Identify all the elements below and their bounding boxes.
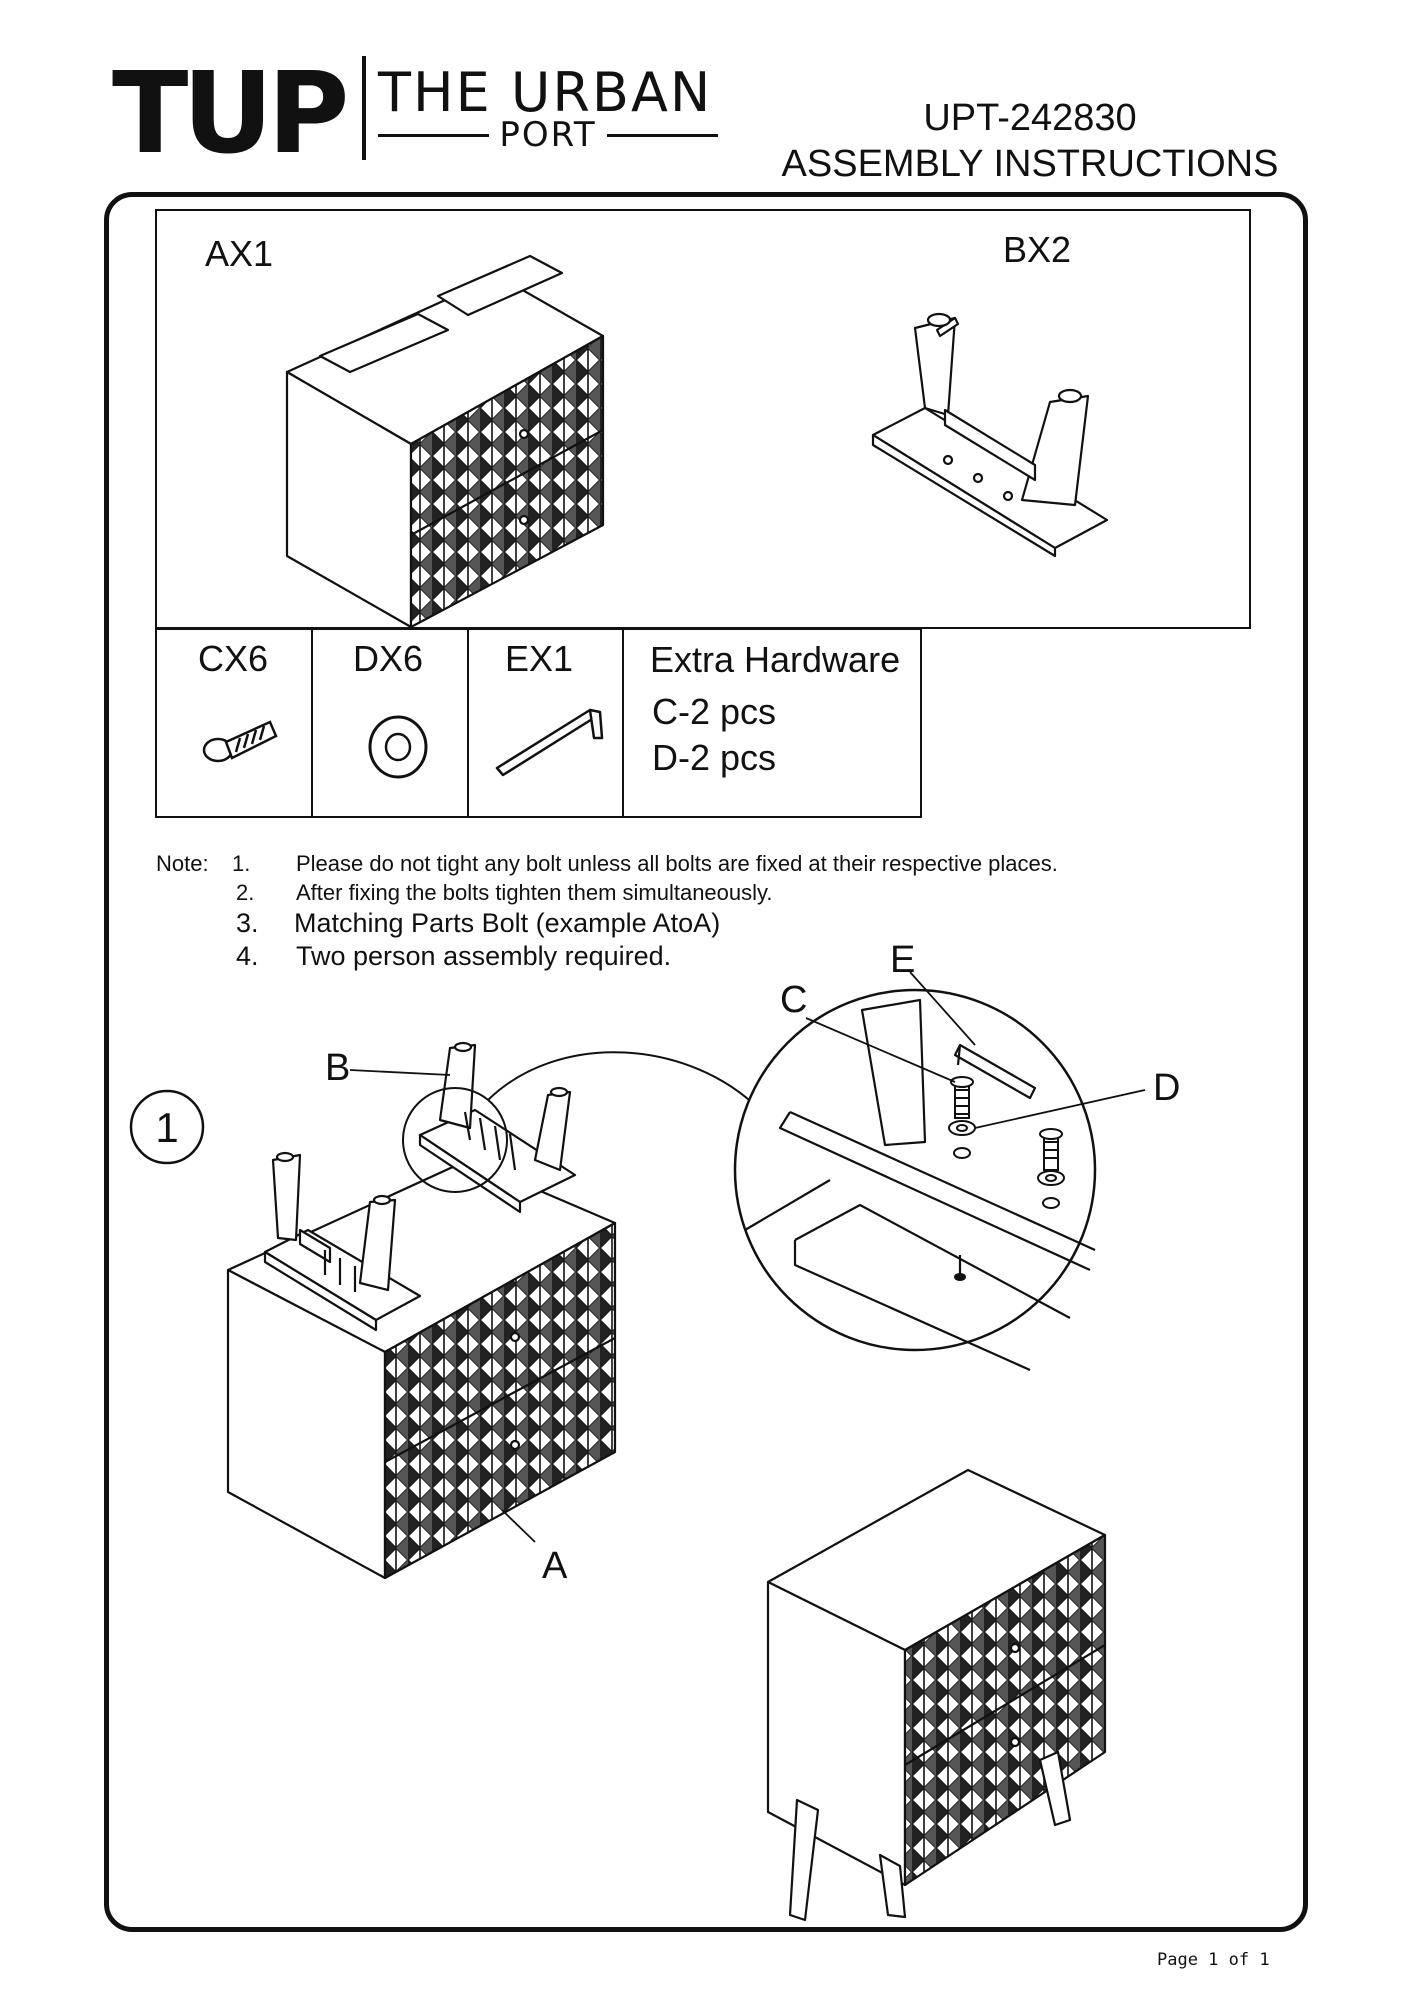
- model-number: UPT-242830: [923, 97, 1137, 139]
- logo-rule-right: [606, 133, 718, 137]
- extra-hardware-title: Extra Hardware: [650, 639, 901, 680]
- hardware-c-label: CX6: [198, 638, 269, 679]
- brand-name-line2: PORT: [378, 118, 718, 152]
- allen-key-icon: [495, 708, 604, 777]
- callout-leaders: [349, 971, 1146, 1543]
- detail-zoom-circle: [402, 1087, 508, 1193]
- callout-b: B: [325, 1047, 350, 1089]
- callout-d: D: [1153, 1067, 1180, 1109]
- page-number: Page 1 of 1: [1157, 1950, 1270, 1970]
- part-b-label: BX2: [1003, 229, 1072, 270]
- document-title: ASSEMBLY INSTRUCTIONS: [781, 142, 1279, 185]
- logo-rule-left: [378, 133, 490, 137]
- note-4-text: Two person assembly required.: [296, 941, 672, 971]
- document-heading: UPT-242830 ASSEMBLY INSTRUCTIONS: [780, 96, 1280, 187]
- detail-magnified-view: [733, 988, 1097, 1372]
- finished-nightstand-drawing: [766, 1468, 1107, 1922]
- extra-hardware-c: C-2 pcs: [652, 691, 777, 732]
- callout-c: C: [780, 979, 807, 1021]
- step-number-circle: [129, 1089, 205, 1165]
- note-2-text: After fixing the bolts tighten them simu…: [296, 880, 773, 905]
- note-3-text: Matching Parts Bolt (example AtoA): [294, 908, 721, 938]
- note-1-text: Please do not tight any bolt unless all …: [296, 851, 1058, 876]
- leg-frame-part-b-drawing: [871, 312, 1109, 558]
- brand-logo-mark: TUP: [112, 49, 349, 179]
- note-1-number: 1.: [232, 851, 251, 876]
- notes-label: Note:: [156, 851, 209, 876]
- detail-connector-line: [487, 1051, 761, 1111]
- hardware-e-label: EX1: [505, 638, 574, 679]
- part-a-label: AX1: [205, 233, 274, 274]
- extra-hardware-d: D-2 pcs: [652, 737, 777, 778]
- instruction-frame: [104, 192, 1308, 1932]
- note-3-number: 3.: [236, 908, 259, 938]
- step-number: 1: [155, 1104, 178, 1151]
- cabinet-part-a-drawing: [285, 254, 605, 629]
- note-2-number: 2.: [236, 880, 255, 905]
- step1-cabinet-drawing: [226, 1041, 617, 1580]
- callout-e: E: [890, 939, 915, 981]
- washer-icon: [368, 715, 428, 779]
- extra-hardware-cell: [622, 628, 922, 818]
- brand-name-port: PORT: [499, 115, 597, 155]
- note-4-number: 4.: [236, 941, 259, 971]
- brand-name-line1: THE URBAN: [378, 61, 713, 124]
- hardware-d-label: DX6: [353, 638, 424, 679]
- bolt-icon: [202, 720, 278, 763]
- callout-a: A: [542, 1545, 568, 1587]
- logo-divider: [362, 56, 366, 160]
